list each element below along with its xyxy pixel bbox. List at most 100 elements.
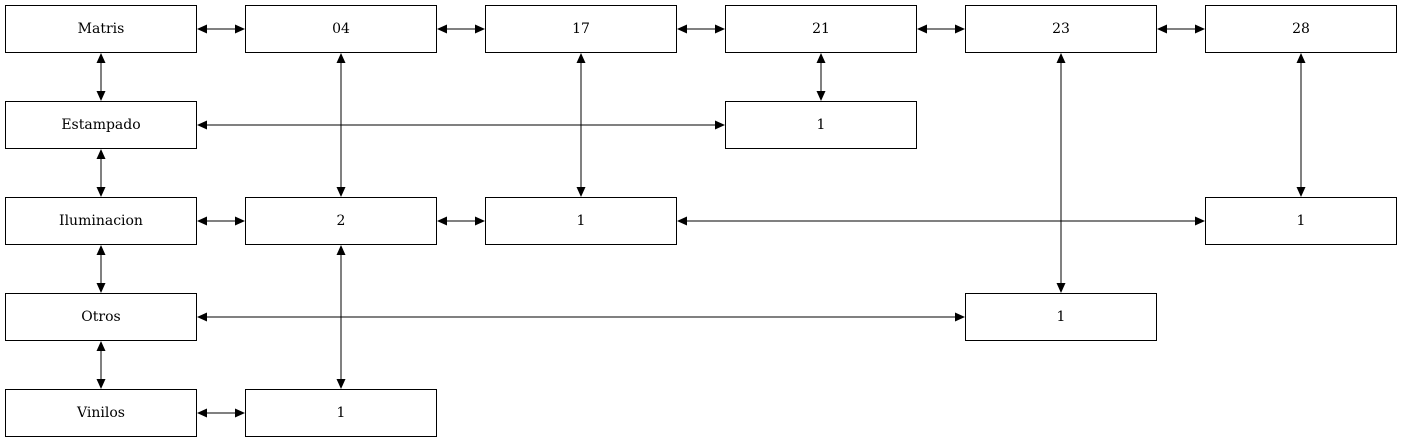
arrowhead <box>1195 24 1205 34</box>
arrowhead <box>1296 53 1306 63</box>
node-box <box>245 197 437 245</box>
arrowhead <box>677 24 687 34</box>
arrowhead <box>336 245 346 255</box>
node-c28: 28 <box>1205 5 1397 53</box>
arrowhead <box>576 187 586 197</box>
edge-iluminacion-iluminacion-04 <box>197 216 245 226</box>
node-label: 04 <box>332 21 350 37</box>
node-vinilos: Vinilos <box>5 389 197 437</box>
arrowhead <box>96 283 106 293</box>
node-box <box>485 197 677 245</box>
arrowhead <box>677 216 687 226</box>
arrowhead <box>715 120 725 130</box>
node-label: 1 <box>817 117 826 133</box>
node-label: 1 <box>1057 309 1066 325</box>
edge-iluminacion-04-vinilos-04 <box>336 245 346 389</box>
node-otros: Otros <box>5 293 197 341</box>
arrowhead <box>1195 216 1205 226</box>
node-label: Estampado <box>61 117 140 133</box>
arrowhead <box>197 120 207 130</box>
node-c21: 21 <box>725 5 917 53</box>
node-box <box>245 389 437 437</box>
edge-c28-iluminacion-28 <box>1296 53 1306 197</box>
arrowhead <box>336 379 346 389</box>
edge-c23-c28 <box>1157 24 1205 34</box>
node-box <box>1205 197 1397 245</box>
arrowhead <box>955 312 965 322</box>
edge-iluminacion-17-iluminacion-28 <box>677 216 1205 226</box>
node-box <box>5 197 197 245</box>
edge-estampado-iluminacion <box>96 149 106 197</box>
arrowhead <box>336 53 346 63</box>
node-box <box>5 293 197 341</box>
arrowhead <box>96 91 106 101</box>
node-box <box>725 101 917 149</box>
arrowhead <box>336 187 346 197</box>
edge-estampado-estampado-21 <box>197 120 725 130</box>
node-label: 28 <box>1292 21 1310 37</box>
node-c04: 04 <box>245 5 437 53</box>
arrowhead <box>1157 24 1167 34</box>
node-c23: 23 <box>965 5 1157 53</box>
arrowhead <box>437 24 447 34</box>
node-estampado: Estampado <box>5 101 197 149</box>
node-label: Vinilos <box>76 405 125 421</box>
node-box <box>5 5 197 53</box>
edge-c23-otros-23 <box>1056 53 1066 293</box>
arrowhead <box>235 408 245 418</box>
arrowhead <box>475 216 485 226</box>
node-label: 23 <box>1052 21 1070 37</box>
edge-c04-c17 <box>437 24 485 34</box>
node-box <box>485 5 677 53</box>
arrowhead <box>1056 53 1066 63</box>
node-label: 21 <box>812 21 830 37</box>
node-iluminacion-04: 2 <box>245 197 437 245</box>
node-box <box>245 5 437 53</box>
arrowhead <box>917 24 927 34</box>
node-label: 1 <box>577 213 586 229</box>
arrowhead <box>1056 283 1066 293</box>
arrowhead <box>1296 187 1306 197</box>
node-matris: Matris <box>5 5 197 53</box>
arrowhead <box>955 24 965 34</box>
node-box <box>5 389 197 437</box>
arrowhead <box>576 53 586 63</box>
node-iluminacion-17: 1 <box>485 197 677 245</box>
node-box <box>1205 5 1397 53</box>
edge-iluminacion-otros <box>96 245 106 293</box>
arrowhead <box>96 53 106 63</box>
edge-iluminacion-04-iluminacion-17 <box>437 216 485 226</box>
node-estampado-21: 1 <box>725 101 917 149</box>
arrowhead <box>96 245 106 255</box>
arrowhead <box>816 53 826 63</box>
node-label: 1 <box>1297 213 1306 229</box>
arrowhead <box>197 312 207 322</box>
arrowhead <box>816 91 826 101</box>
node-iluminacion-28: 1 <box>1205 197 1397 245</box>
node-box <box>965 5 1157 53</box>
edge-otros-otros-23 <box>197 312 965 322</box>
edge-vinilos-vinilos-04 <box>197 408 245 418</box>
arrowhead <box>96 379 106 389</box>
arrowhead <box>235 216 245 226</box>
edge-matris-c04 <box>197 24 245 34</box>
arrowhead <box>197 408 207 418</box>
node-label: 1 <box>337 405 346 421</box>
edge-c04-iluminacion-04 <box>336 53 346 197</box>
node-box <box>5 101 197 149</box>
node-label: Matris <box>78 21 125 37</box>
arrowhead <box>96 149 106 159</box>
arrowhead <box>715 24 725 34</box>
arrowhead <box>197 24 207 34</box>
node-label: Iluminacion <box>59 213 143 229</box>
edges-layer <box>96 24 1306 418</box>
arrowhead <box>437 216 447 226</box>
edge-c17-c21 <box>677 24 725 34</box>
node-box <box>725 5 917 53</box>
edge-c17-iluminacion-17 <box>576 53 586 197</box>
arrowhead <box>197 216 207 226</box>
node-label: 17 <box>572 21 590 37</box>
arrowhead <box>475 24 485 34</box>
